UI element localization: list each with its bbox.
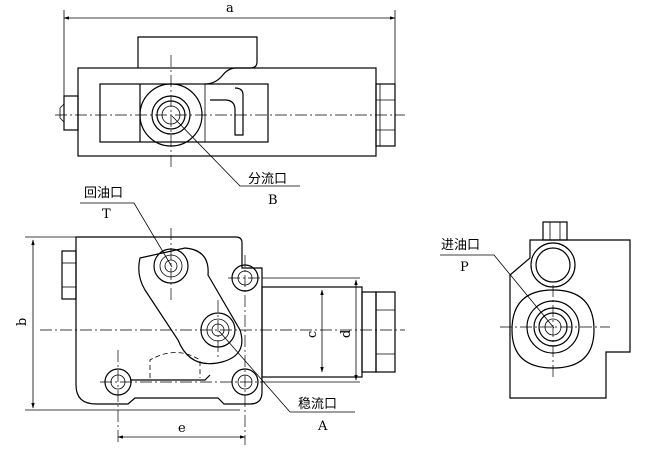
top-inner-step [99,83,269,143]
front-left-plug [61,250,77,300]
dim-label-e: e [178,421,186,436]
front-nut [375,291,396,373]
top-view: a 分流口 B [55,1,405,208]
port-p-boss [511,289,595,369]
leader-a [218,330,355,413]
front-bottom-step [130,374,211,381]
dim-label-d: d [339,330,354,338]
leader-b [171,115,300,187]
front-view: b c d [15,186,405,445]
dim-label-a: a [226,1,234,16]
port-b-letter: B [268,193,278,208]
top-boss [137,36,258,85]
side-body [509,239,631,399]
front-nut [361,291,377,373]
port-b-name: 分流口 [248,172,287,187]
side-view: 进油口 P [440,221,631,399]
front-body [75,236,263,405]
port-p-letter: P [460,260,469,275]
side-upper-port [530,242,576,288]
hidden-recess [149,352,201,378]
port-a-name: 稳流口 [298,396,337,412]
port-p-name: 进油口 [441,238,480,253]
port-t-letter: T [102,207,111,222]
leader-t [80,202,173,268]
side-top-plug [542,221,568,241]
top-slot [210,87,244,136]
leader-p [440,254,555,329]
dim-label-c: c [305,331,320,338]
dim-label-b: b [15,318,30,326]
left-plug [63,95,79,131]
link-plate [138,247,243,365]
left-plug-tip [59,103,65,123]
top-body [77,67,377,157]
side-upper-port-inner [535,247,571,283]
port-a-letter: A [317,419,328,434]
port-t-name: 回油口 [84,186,123,201]
